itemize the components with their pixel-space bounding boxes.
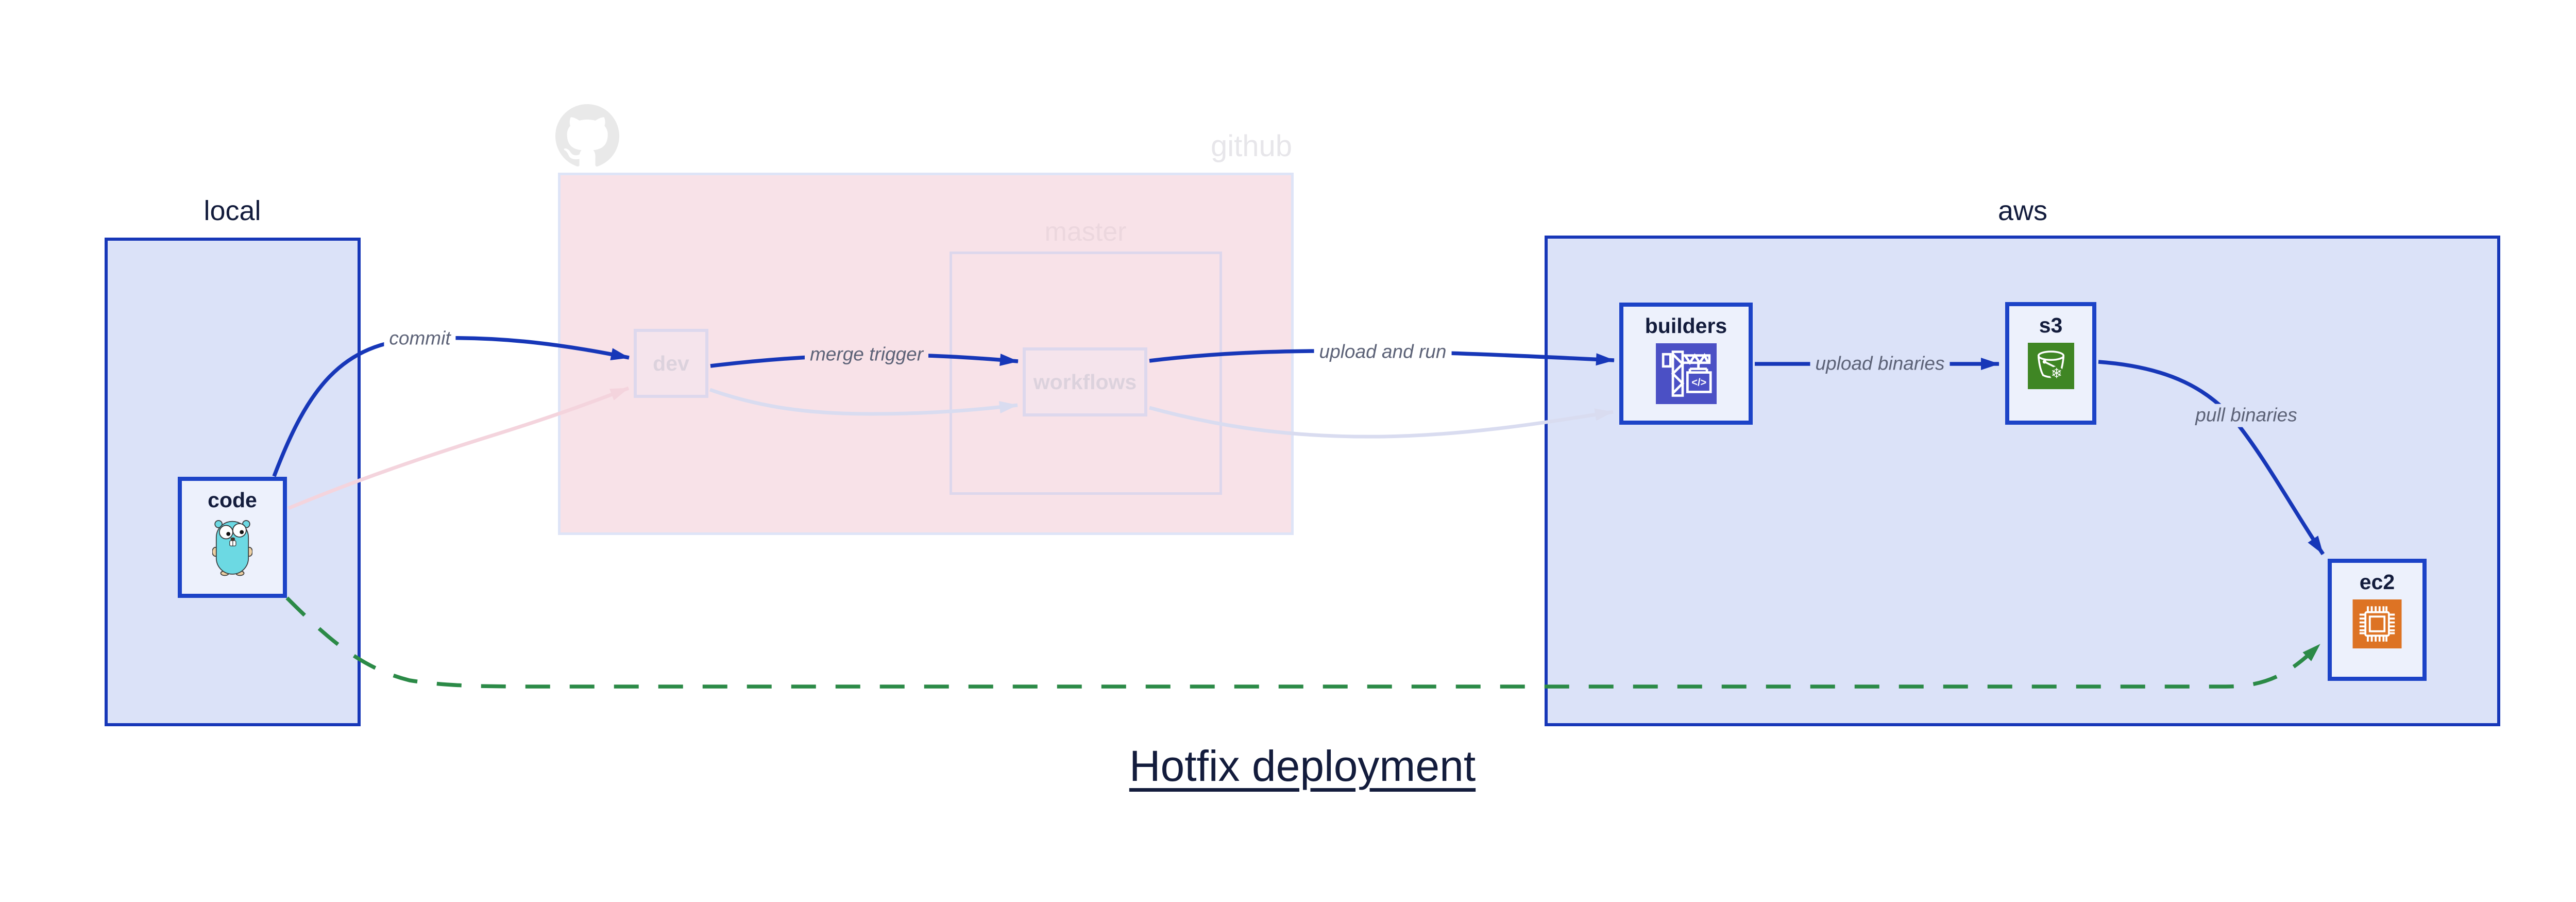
local-container-label: local (204, 195, 261, 226)
codebuild-crane-icon: </> (1655, 343, 1717, 407)
node-code-label: code (208, 488, 257, 512)
ec2-chip-icon (2352, 599, 2402, 651)
master-container (950, 252, 1222, 495)
node-code: code (178, 477, 287, 598)
node-builders: builders </> (1619, 303, 1753, 425)
node-workflows-label: workflows (1033, 370, 1137, 394)
node-builders-label: builders (1645, 314, 1727, 338)
node-ec2-label: ec2 (2359, 570, 2395, 594)
node-dev: dev (634, 329, 708, 398)
s3-glacier-bucket-icon: ❄ (2027, 343, 2074, 392)
edge-label-upload-and-run: upload and run (1314, 340, 1452, 364)
edge-label-pull-binaries: pull binaries (2190, 404, 2302, 427)
edge-label-merge-trigger: merge trigger (804, 343, 929, 366)
edge-label-commit: commit (384, 327, 456, 350)
node-dev-label: dev (653, 351, 689, 375)
go-gopher-icon (212, 517, 253, 579)
s3-snowflake-glyph: ❄ (2050, 365, 2062, 381)
node-s3: s3 ❄ (2005, 302, 2096, 425)
diagram-title: Hotfix deployment (1129, 742, 1476, 790)
master-container-label: master (1044, 217, 1127, 247)
node-workflows: workflows (1023, 347, 1147, 416)
aws-container-label: aws (1997, 195, 2048, 226)
node-s3-label: s3 (2039, 313, 2063, 337)
codebuild-code-glyph: </> (1691, 377, 1706, 389)
edge-label-upload-binaries: upload binaries (1810, 352, 1950, 376)
node-ec2: ec2 (2328, 559, 2427, 681)
github-logo-icon (555, 104, 619, 168)
github-container-label: github (1210, 129, 1292, 163)
